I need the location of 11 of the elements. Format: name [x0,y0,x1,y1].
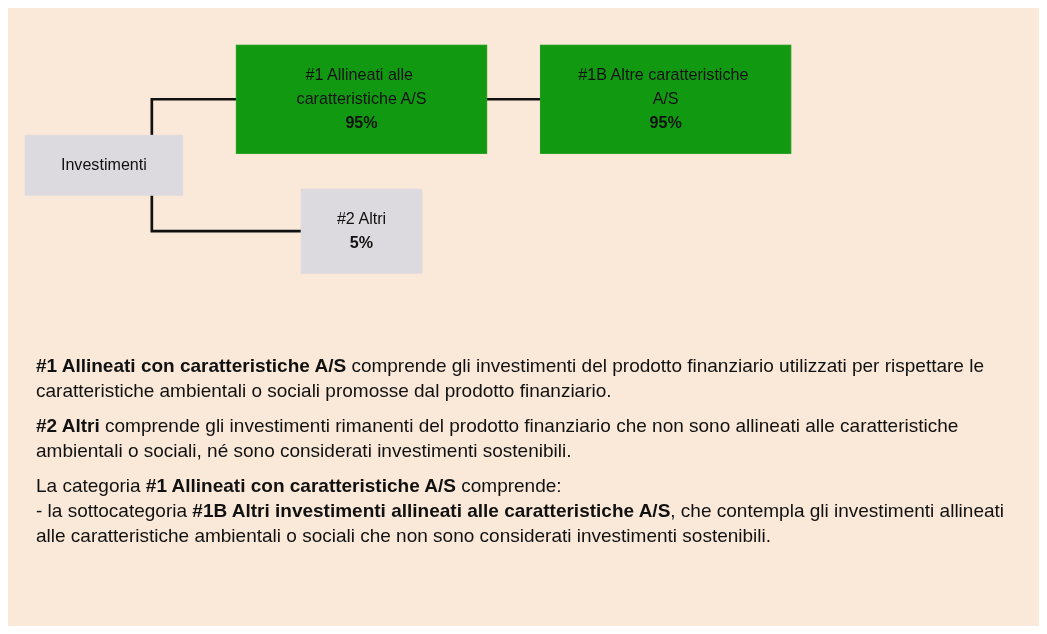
node-box: #2 Altri 5% [300,188,423,274]
note-text: #1 Allineati con caratteristiche A/S comprende gli investimenti del prodotto finanziario utilizzati per rispettare le caratteristiche ambientali o sociali promosse dal prodotto finanziario. [36,354,985,403]
node-box: Investimenti [24,134,184,196]
note-text: - la sottocategoria #1B Altri investimenti allineati alle caratteristiche A/S, che contempla gli investimenti allineati alle caratteristiche ambientali o sociali che non sono considerati investimenti sostenibili. [36,499,1006,548]
connector [150,195,302,233]
node-box: #1B Altre caratteristiche A/S 95% [539,44,792,154]
connector [150,97,237,136]
note-text: La categoria #1 Allineati con caratteristiche A/S comprende: [36,474,563,498]
node-box: #1 Allineati alle caratteristiche A/S 95% [235,44,488,154]
note-text: #2 Altri comprende gli investimenti rimanenti del prodotto finanziario che non sono allineati alle caratteristiche ambientali o sociali, né sono considerati investimenti sostenibili. [36,414,960,463]
connector [485,97,541,101]
